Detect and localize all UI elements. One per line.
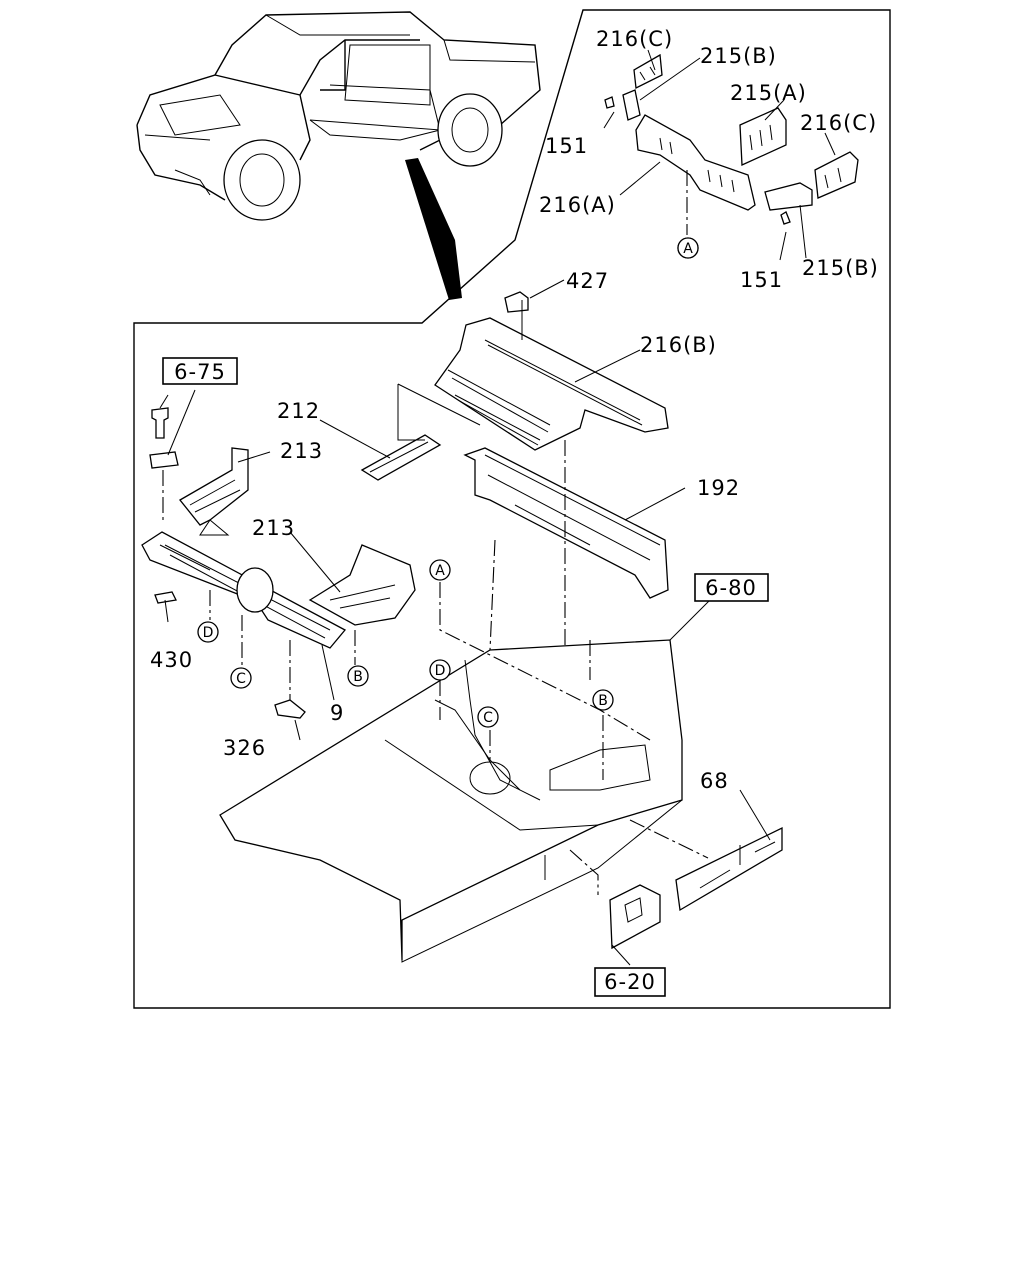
- callout-326: 326: [223, 736, 266, 760]
- diagram-frame: [133, 9, 891, 1009]
- zoom-pointer: [405, 158, 462, 300]
- connector-label: A: [683, 241, 693, 257]
- section-ref-label: 6-80: [705, 576, 757, 600]
- section-ref-6-20: 6-20: [594, 967, 666, 997]
- section-ref-6-75: 6-75: [162, 357, 238, 385]
- callout-216b: 216(B): [640, 333, 717, 357]
- connector-label: D: [203, 625, 214, 641]
- floor-panel: [219, 539, 709, 963]
- part-213-upper: [179, 447, 249, 536]
- connector-B-part9: B: [347, 665, 369, 687]
- connector-A-top: A: [677, 237, 699, 259]
- connector-C-floor: C: [477, 706, 499, 728]
- callout-68: 68: [700, 769, 729, 793]
- callout-212: 212: [277, 399, 320, 423]
- part-216b: [434, 291, 669, 451]
- connector-label: D: [435, 663, 446, 679]
- connector-D-floor: D: [429, 659, 451, 681]
- connector-D-part9: D: [197, 621, 219, 643]
- section-ref-label: 6-75: [174, 360, 226, 384]
- callout-151-bottom: 151: [740, 268, 783, 292]
- connector-label: C: [236, 671, 246, 687]
- connector-label: A: [435, 563, 445, 579]
- connector-label: B: [353, 669, 363, 685]
- part-212: [360, 383, 481, 481]
- fastener-parts: [149, 407, 356, 719]
- part-68: [675, 826, 783, 912]
- connector-C-part9: C: [230, 667, 252, 689]
- section-ref-6-80: 6-80: [694, 573, 769, 602]
- callout-151-left: 151: [545, 134, 588, 158]
- connector-B-floor: B: [592, 689, 614, 711]
- callout-430: 430: [150, 648, 193, 672]
- part-9: [141, 531, 347, 649]
- callout-216c-top: 216(C): [596, 27, 673, 51]
- callout-216a: 216(A): [539, 193, 616, 217]
- connector-label: B: [598, 693, 608, 709]
- callout-192: 192: [697, 476, 740, 500]
- connector-A-floor: A: [429, 559, 451, 581]
- leader-lines: [159, 49, 836, 966]
- callout-427: 427: [566, 269, 609, 293]
- part-6-20-bracket: [609, 884, 661, 950]
- part-192: [463, 440, 669, 700]
- truck-illustration: [136, 11, 541, 300]
- callout-216c-right: 216(C): [800, 111, 877, 135]
- callout-213-lower: 213: [252, 516, 295, 540]
- callout-9: 9: [330, 701, 344, 725]
- connector-label: C: [483, 710, 493, 726]
- callout-213-upper: 213: [280, 439, 323, 463]
- section-ref-label: 6-20: [604, 970, 656, 994]
- callout-215b-bottom: 215(B): [802, 256, 879, 280]
- part-213-lower: [308, 544, 416, 626]
- callout-215a: 215(A): [730, 81, 807, 105]
- callout-215b-top: 215(B): [700, 44, 777, 68]
